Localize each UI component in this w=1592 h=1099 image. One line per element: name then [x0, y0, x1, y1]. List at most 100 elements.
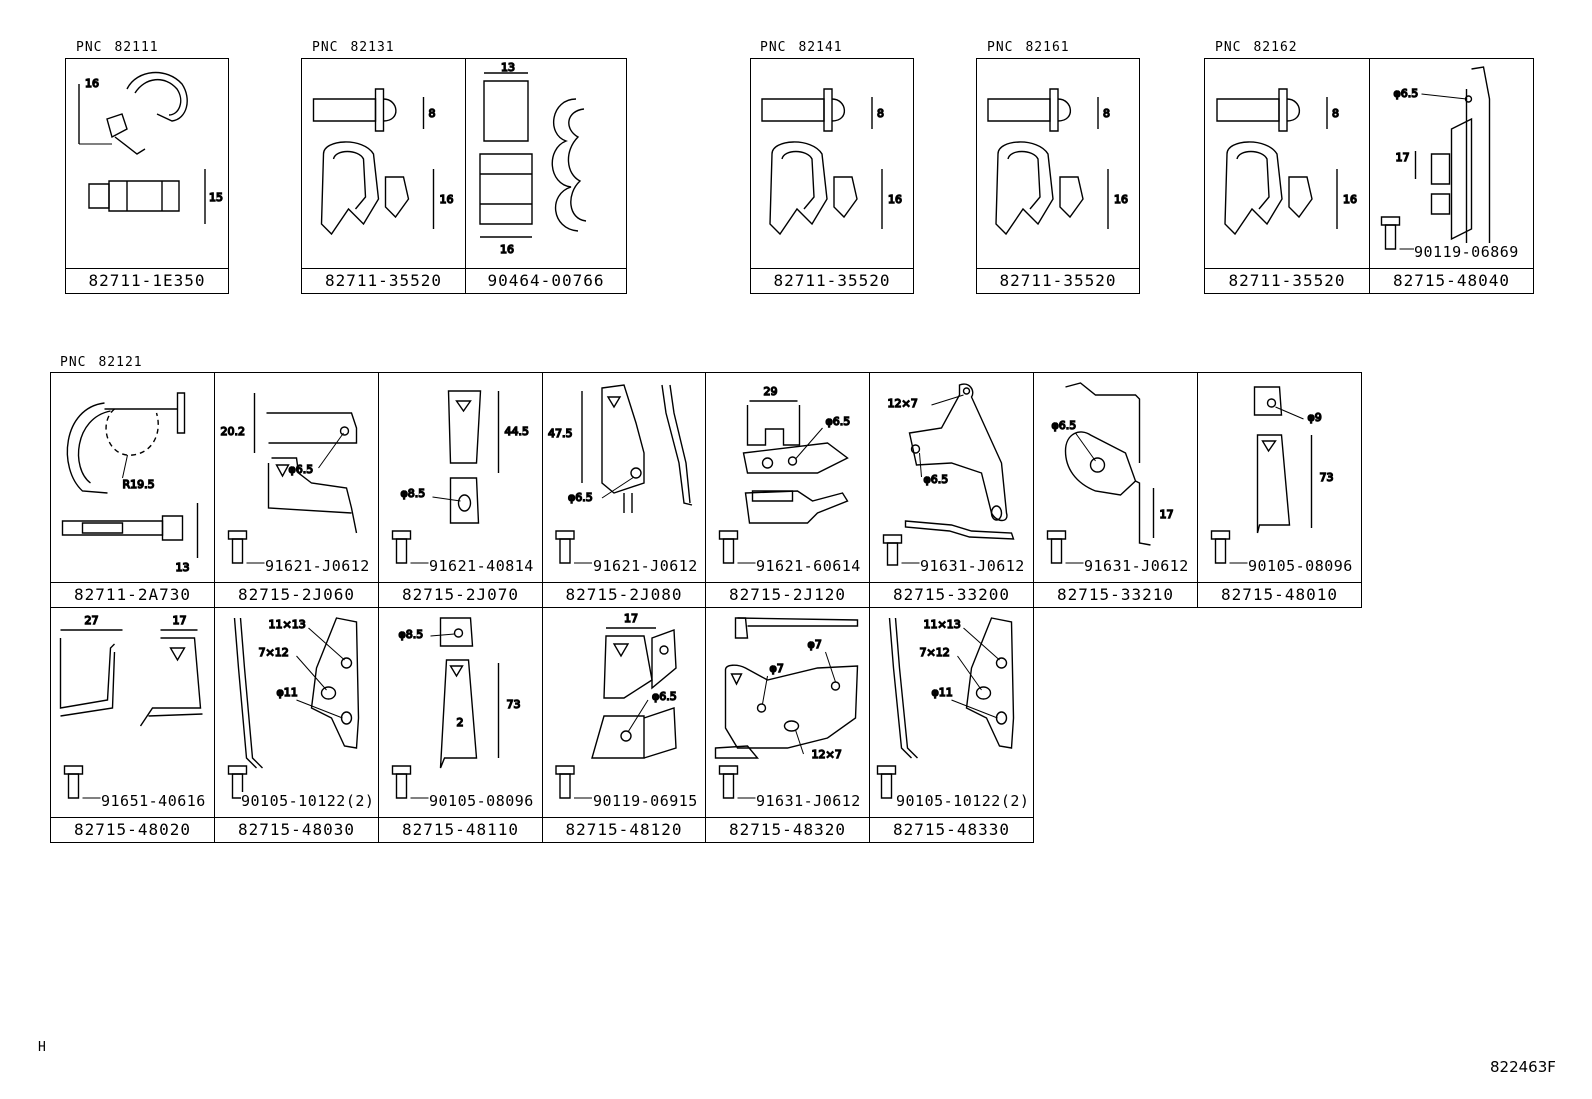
bracket-illustration: φ6.5 17	[1370, 59, 1533, 269]
part-cell[interactable]: 12×7 φ6.5 91631-J0612 82715-33200	[869, 373, 1033, 607]
svg-text:11×13: 11×13	[924, 618, 961, 631]
svg-text:φ6.5: φ6.5	[568, 491, 593, 504]
svg-text:2: 2	[457, 716, 464, 729]
svg-text:φ11: φ11	[277, 686, 298, 699]
part-number: 82711-35520	[751, 268, 913, 293]
bolt-part-number: 90105-10122(2)	[896, 792, 1030, 810]
svg-text:27: 27	[85, 614, 99, 627]
part-cell[interactable]: 47.5 φ6.5 91621-J0612 82715-2J080	[542, 373, 705, 607]
svg-text:φ11: φ11	[932, 686, 953, 699]
bracket-illustration: φ9 73	[1198, 373, 1361, 583]
svg-text:73: 73	[507, 698, 521, 711]
part-number: 82711-35520	[977, 268, 1139, 293]
part-number: 82711-2A730	[51, 582, 214, 607]
clip-illustration: 8 16	[751, 59, 913, 269]
part-cell[interactable]: 29 φ6.5 91621-60614 82715-2J120	[705, 373, 869, 607]
part-cell[interactable]: 11×13 7×12 φ11 90105-10122(2) 82715-4833…	[869, 608, 1033, 842]
part-cell[interactable]: φ8.5 2 73 90105-08096 82715-48110	[378, 608, 542, 842]
svg-text:73: 73	[1320, 471, 1334, 484]
part-number: 82715-48330	[870, 817, 1033, 842]
part-cell[interactable]: φ6.5 17 90119-06869 82715-48040	[1369, 59, 1533, 293]
part-row-b: 27 17 91651-40616 82715-48020	[50, 607, 1034, 843]
clip-illustration: R19.5 13	[51, 373, 214, 583]
part-number: 82715-48010	[1198, 582, 1361, 607]
part-cell[interactable]: 8 16 82711-35520	[1205, 59, 1369, 293]
part-number: 82715-48040	[1370, 268, 1533, 293]
part-cell[interactable]: 8 16 82711-35520	[751, 59, 913, 293]
page-corner-mark: H	[38, 1040, 46, 1055]
svg-text:φ6.5: φ6.5	[826, 415, 851, 428]
clip-illustration: 8 16	[302, 59, 465, 269]
part-cell[interactable]: φ6.5 17 91631-J0612 82715-33210	[1033, 373, 1197, 607]
svg-text:17: 17	[624, 612, 638, 625]
part-number: 90464-00766	[466, 268, 626, 293]
part-number: 82715-48020	[51, 817, 214, 842]
svg-text:φ6.5: φ6.5	[1394, 87, 1419, 100]
part-group-82141: 8 16 82711-35520	[750, 58, 914, 294]
bracket-illustration: 11×13 7×12 φ11	[215, 608, 378, 818]
part-cell[interactable]: 27 17 91651-40616 82715-48020	[51, 608, 214, 842]
svg-text:13: 13	[176, 561, 190, 574]
part-row-a: R19.5 13 82711-2A730 20.2 φ6.5	[50, 372, 1362, 608]
bracket-illustration: φ8.5 2 73	[379, 608, 542, 818]
part-cell[interactable]: R19.5 13 82711-2A730	[51, 373, 214, 607]
part-number: 82715-2J080	[543, 582, 705, 607]
svg-text:7×12: 7×12	[259, 646, 289, 659]
part-cell[interactable]: 8 16 82711-35520	[977, 59, 1139, 293]
part-cell[interactable]: 20.2 φ6.5 91621-J0612 82715-2J060	[214, 373, 378, 607]
svg-text:φ6.5: φ6.5	[652, 690, 677, 703]
svg-text:φ6.5: φ6.5	[1052, 419, 1077, 432]
bracket-illustration: 20.2 φ6.5	[215, 373, 378, 583]
clip-illustration: 8 16	[1205, 59, 1369, 269]
svg-text:12×7: 12×7	[888, 397, 918, 410]
bolt-part-number: 90119-06869	[1414, 243, 1519, 261]
bolt-part-number: 90119-06915	[593, 792, 698, 810]
part-cell[interactable]: 8 16 82711-35520	[302, 59, 465, 293]
part-cell[interactable]: 17 φ6.5 90119-06915 82715-48120	[542, 608, 705, 842]
bolt-part-number: 90105-10122(2)	[241, 792, 375, 810]
clip-illustration: 8 16	[977, 59, 1139, 269]
part-group-82161: 8 16 82711-35520	[976, 58, 1140, 294]
bracket-illustration: 27 17	[51, 608, 214, 818]
svg-text:17: 17	[173, 614, 187, 627]
svg-text:8: 8	[1332, 107, 1339, 120]
part-cell[interactable]: φ9 73 90105-08096 82715-48010	[1197, 373, 1361, 607]
svg-text:17: 17	[1396, 151, 1410, 164]
svg-text:φ7: φ7	[808, 638, 822, 651]
bracket-illustration: 17 φ6.5	[543, 608, 705, 818]
part-cell[interactable]: 11×13 7×12 φ11 90105-10122(2) 82715-4803…	[214, 608, 378, 842]
part-group-82131: 8 16 82711-35520 13 16 9046	[301, 58, 627, 294]
svg-text:R19.5: R19.5	[123, 478, 155, 491]
svg-text:φ7: φ7	[770, 662, 784, 675]
svg-text:16: 16	[85, 77, 99, 90]
part-number: 82715-48030	[215, 817, 378, 842]
bolt-part-number: 91621-60614	[756, 557, 861, 575]
svg-text:44.5: 44.5	[505, 425, 530, 438]
clip-illustration: 16 15	[66, 59, 228, 269]
part-cell[interactable]: 16 15 82711-1E350	[66, 59, 228, 293]
part-cell[interactable]: 44.5 φ8.5 91621-40814 82715-2J070	[378, 373, 542, 607]
part-number: 82715-2J070	[379, 582, 542, 607]
svg-text:20.2: 20.2	[221, 425, 246, 438]
part-number: 82715-48110	[379, 817, 542, 842]
part-cell[interactable]: φ7 φ7 12×7 91631-J0612 82715-48320	[705, 608, 869, 842]
bracket-illustration: 11×13 7×12 φ11	[870, 608, 1033, 818]
illustration-reference: 822463F	[1490, 1058, 1556, 1076]
svg-text:φ9: φ9	[1308, 411, 1322, 424]
part-cell[interactable]: 13 16 90464-00766	[465, 59, 626, 293]
part-number: 82715-33210	[1034, 582, 1197, 607]
svg-text:17: 17	[1160, 508, 1174, 521]
part-number: 82715-48120	[543, 817, 705, 842]
svg-text:16: 16	[440, 193, 454, 206]
part-number: 82711-35520	[1205, 268, 1369, 293]
bracket-illustration: φ7 φ7 12×7	[706, 608, 869, 818]
bracket-illustration: 47.5 φ6.5	[543, 373, 705, 583]
part-number: 82715-33200	[870, 582, 1033, 607]
bolt-part-number: 91631-J0612	[1084, 557, 1189, 575]
svg-text:16: 16	[888, 193, 902, 206]
